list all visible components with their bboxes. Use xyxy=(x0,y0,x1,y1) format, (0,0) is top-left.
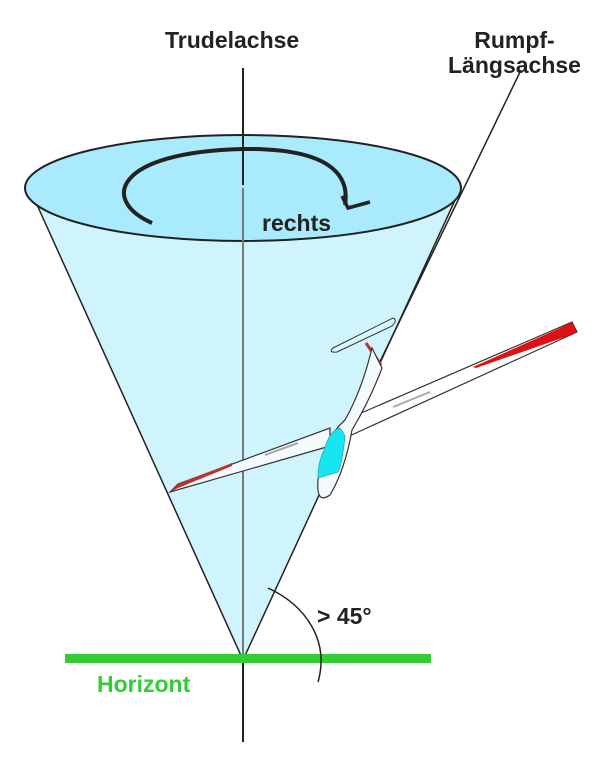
angle-label: > 45° xyxy=(317,603,372,629)
angle-arc xyxy=(267,587,322,683)
wingtip-left xyxy=(170,463,232,492)
fuselage-axis-line xyxy=(375,69,522,371)
spin-cone xyxy=(31,195,459,662)
glider-canopy xyxy=(317,427,346,479)
horizon-label: Horizont xyxy=(97,671,191,697)
glider-stabilizer xyxy=(330,317,396,353)
glider xyxy=(167,317,578,499)
rotation-direction-label: rechts xyxy=(262,210,332,236)
wingtip-right xyxy=(473,322,577,368)
horizon-line xyxy=(65,654,431,663)
arrowhead-icon xyxy=(340,195,371,211)
spin-axis-label: Trudelachse xyxy=(165,27,300,53)
glider-wing-left xyxy=(167,427,331,494)
fuselage-axis-label: Rumpf- Längsachse xyxy=(448,27,581,79)
rotation-arrow xyxy=(122,146,348,225)
